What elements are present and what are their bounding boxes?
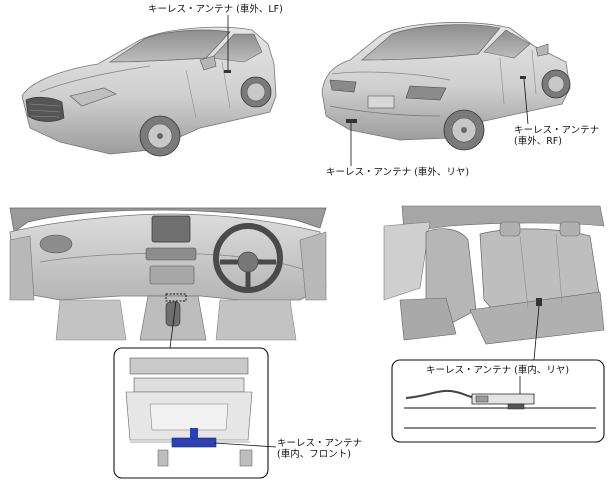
interior-front-detail-box bbox=[113, 347, 277, 479]
label-interior-front: キーレス・アンテナ (車内、フロント) bbox=[277, 438, 362, 460]
label-exterior-rf: キーレス・アンテナ (車外、RF) bbox=[514, 125, 599, 147]
car-rear-three-quarter-view bbox=[321, 22, 571, 166]
label-exterior-rf-line1: キーレス・アンテナ bbox=[514, 125, 600, 136]
label-interior-rear: キーレス・アンテナ (車内、リヤ) bbox=[426, 365, 570, 376]
interior-front-antenna-highlight bbox=[171, 437, 217, 448]
label-exterior-rf-line2: (車外、RF) bbox=[514, 136, 562, 147]
label-exterior-lf: キーレス・アンテナ (車外、LF) bbox=[148, 4, 283, 15]
interior-rear-seat-view bbox=[383, 205, 605, 361]
interior-rear-detail-box bbox=[391, 359, 605, 443]
label-interior-front-line2: (車内、フロント) bbox=[277, 449, 351, 460]
label-exterior-rear: キーレス・アンテナ (車外、リヤ) bbox=[326, 167, 470, 178]
label-interior-front-line1: キーレス・アンテナ bbox=[277, 438, 363, 449]
car-front-three-quarter-view bbox=[21, 15, 277, 157]
interior-dashboard-view bbox=[9, 207, 327, 349]
